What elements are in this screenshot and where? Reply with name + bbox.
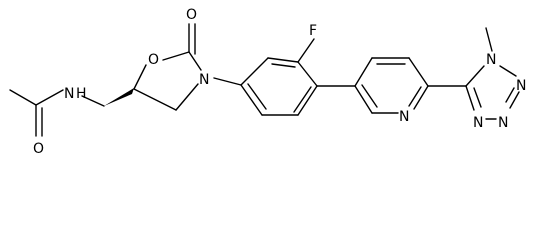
bond-n-methyl (485, 27, 493, 52)
fluorine-label: F (309, 23, 317, 39)
oxazolidinone-nitrogen-label: N (199, 72, 209, 88)
tetrazole-n1-label: N (486, 52, 496, 68)
phenyl-bond-4-inner (293, 86, 312, 113)
tetrazole-bond-3 (509, 91, 520, 109)
phenyl-bond-6-inner (247, 83, 267, 110)
stereo-hash-bond (104, 88, 134, 106)
amide-hydrogen-label: H (76, 86, 87, 102)
bond-carbonyl-nitrogen (35, 89, 64, 106)
tetrazole-bond-1 (465, 65, 485, 87)
tetrazole-n2-label: N (516, 78, 526, 94)
phenyl-bond-3 (297, 61, 318, 87)
bond-phenyl-fluorine (297, 38, 315, 63)
pyridine-nitrogen-label: N (399, 109, 409, 125)
pyridine-bond-3 (408, 57, 429, 87)
pyridine-bond-4 (413, 85, 429, 110)
tetrazole-bond-2 (499, 65, 517, 77)
amide-nitrogen-label: N (64, 86, 74, 102)
pyridine-bond-4-inner (408, 86, 422, 107)
bond-c2-n3 (188, 51, 202, 71)
phenyl-bond-2 (267, 57, 299, 63)
phenyl-bond-4 (297, 85, 318, 116)
phenyl-bond-1 (240, 57, 269, 86)
tetrazole-bond-5 (465, 85, 475, 111)
bond-n3-phenyl (213, 77, 242, 86)
acetyl-oxygen-label: O (33, 141, 44, 157)
bond-methyl-carbonyl (9, 89, 37, 106)
tetrazole-n3-label: N (498, 115, 508, 131)
phenyl-bond-6 (240, 84, 263, 116)
bond-n3-c4 (175, 83, 199, 111)
phenyl-bond-2-inner (271, 63, 296, 68)
molecule-svg: N H O O O N F N N N N N (9, 7, 526, 157)
bond-nitrogen-methylene (81, 95, 105, 107)
pyridine-bond-6-inner (361, 84, 378, 108)
bond-c5-o1 (133, 64, 147, 90)
oxazolidinone-oxygen-label: O (186, 7, 197, 23)
structure-diagram: N H O O O N F N N N N N (9, 7, 526, 157)
bond-o1-c2 (162, 51, 190, 61)
ring-oxygen-label: O (148, 52, 159, 68)
tetrazole-bond-5-inner (473, 87, 482, 108)
pyridine-bond-1 (354, 57, 373, 87)
bond-c4-c5 (133, 88, 177, 111)
tetrazole-bond-3-inner (505, 87, 515, 103)
tetrazole-n4-label: N (473, 115, 483, 131)
pyridine-bond-6 (354, 85, 373, 114)
